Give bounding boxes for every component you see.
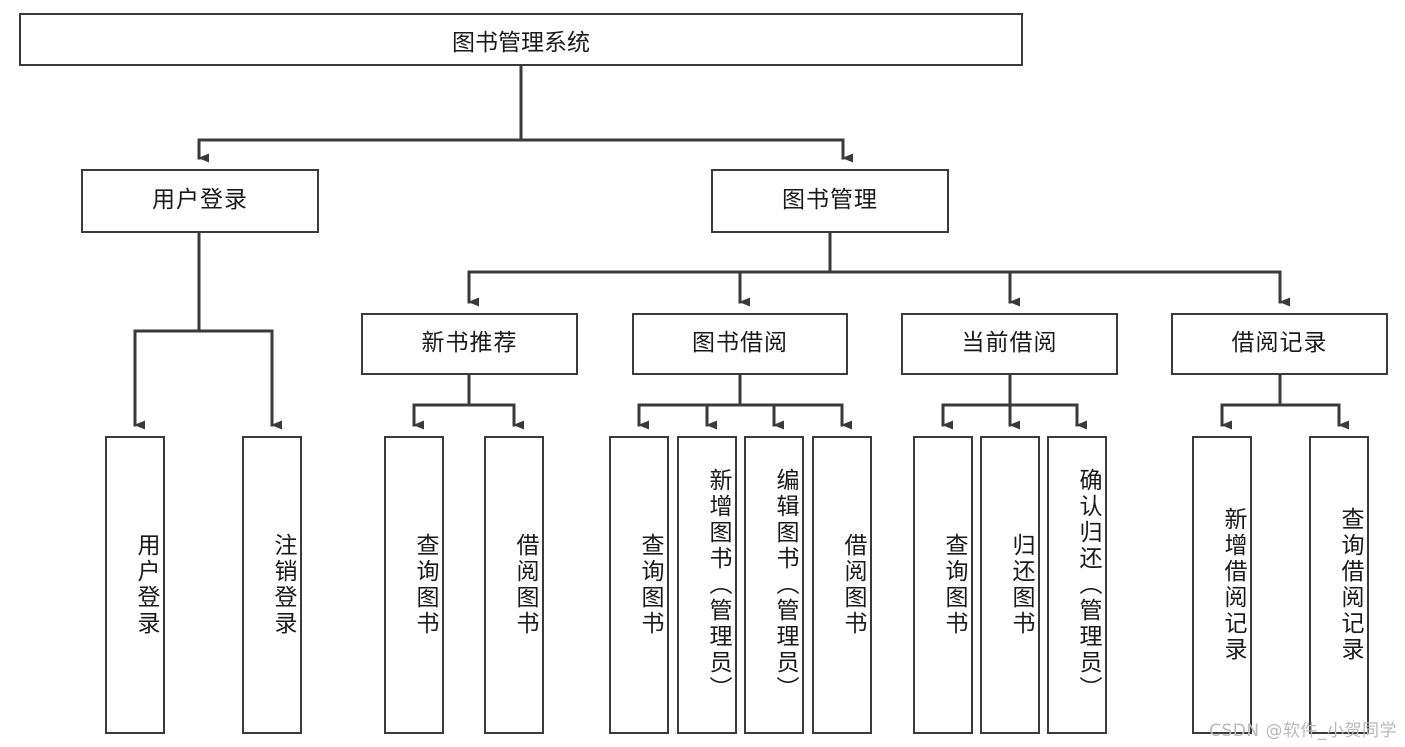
- leaf-current-borrow-confirm[interactable]: 确认归还（管理员）: [1047, 436, 1107, 734]
- leaf-book-borrow-edit[interactable]: 编辑图书（管理员）: [744, 436, 804, 734]
- node-book-borrow-label: 图书借阅: [692, 330, 788, 357]
- node-new-book-recommend-label: 新书推荐: [421, 330, 518, 357]
- node-current-borrow-label: 当前借阅: [961, 330, 1058, 357]
- node-book-manage[interactable]: 图书管理: [711, 169, 949, 233]
- leaf-borrow-record-query[interactable]: 查询借阅记录: [1309, 436, 1369, 734]
- leaf-current-borrow-query[interactable]: 查询图书: [913, 436, 973, 734]
- leaf-current-borrow-query-label: 查询图书: [941, 533, 967, 637]
- leaf-book-borrow-borrow[interactable]: 借阅图书: [812, 436, 872, 734]
- node-root-system[interactable]: 图书管理系统: [19, 13, 1023, 66]
- leaf-user-login-logout[interactable]: 注销登录: [242, 436, 302, 734]
- node-new-book-recommend[interactable]: 新书推荐: [361, 313, 578, 375]
- leaf-user-login-login[interactable]: 用户登录: [105, 436, 165, 734]
- leaf-borrow-record-query-label: 查询借阅记录: [1337, 507, 1363, 663]
- leaf-user-login-login-label: 用户登录: [133, 533, 159, 637]
- leaf-borrow-record-add[interactable]: 新增借阅记录: [1192, 436, 1252, 734]
- leaf-book-borrow-add[interactable]: 新增图书（管理员）: [677, 436, 737, 734]
- leaf-current-borrow-confirm-label: 确认归还（管理员）: [1075, 468, 1101, 702]
- node-current-borrow[interactable]: 当前借阅: [901, 313, 1118, 375]
- leaf-new-book-borrow-label: 借阅图书: [512, 533, 538, 637]
- node-borrow-record-label: 借阅记录: [1231, 330, 1328, 357]
- leaf-book-borrow-query-label: 查询图书: [637, 533, 663, 637]
- leaf-book-borrow-borrow-label: 借阅图书: [840, 533, 866, 637]
- node-book-borrow[interactable]: 图书借阅: [632, 313, 848, 375]
- leaf-book-borrow-query[interactable]: 查询图书: [609, 436, 669, 734]
- node-root-label: 图书管理系统: [452, 29, 590, 56]
- leaf-new-book-query-label: 查询图书: [412, 533, 438, 637]
- leaf-user-login-logout-label: 注销登录: [270, 533, 296, 637]
- node-borrow-record[interactable]: 借阅记录: [1171, 313, 1388, 375]
- node-book-manage-label: 图书管理: [782, 187, 878, 214]
- leaf-new-book-borrow[interactable]: 借阅图书: [484, 436, 544, 734]
- leaf-book-borrow-add-label: 新增图书（管理员）: [705, 468, 731, 702]
- csdn-watermark: CSDN @软件_小贺同学: [1209, 721, 1397, 741]
- leaf-borrow-record-add-label: 新增借阅记录: [1220, 507, 1246, 663]
- leaf-book-borrow-edit-label: 编辑图书（管理员）: [772, 468, 798, 702]
- leaf-current-borrow-return[interactable]: 归还图书: [980, 436, 1040, 734]
- leaf-new-book-query[interactable]: 查询图书: [384, 436, 444, 734]
- node-user-login-label: 用户登录: [152, 187, 248, 214]
- node-user-login[interactable]: 用户登录: [81, 169, 319, 233]
- leaf-current-borrow-return-label: 归还图书: [1008, 533, 1034, 637]
